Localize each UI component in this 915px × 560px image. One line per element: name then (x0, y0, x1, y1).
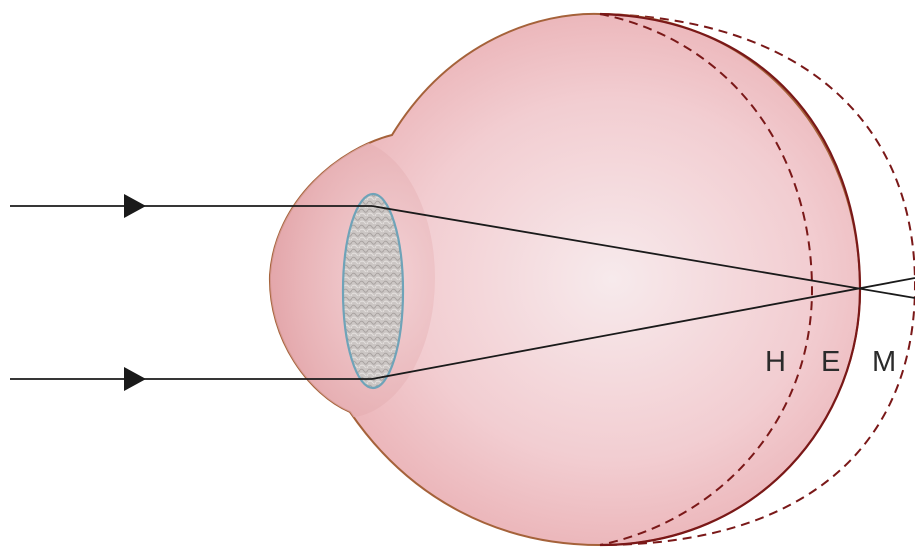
upper-ray-arrow-icon (124, 194, 146, 218)
label-hyperopia: H (765, 346, 786, 378)
lower-ray-arrow-icon (124, 367, 146, 391)
label-emmetropia: E (821, 346, 840, 378)
crystalline-lens (343, 194, 403, 388)
label-myopia: M (872, 346, 896, 378)
